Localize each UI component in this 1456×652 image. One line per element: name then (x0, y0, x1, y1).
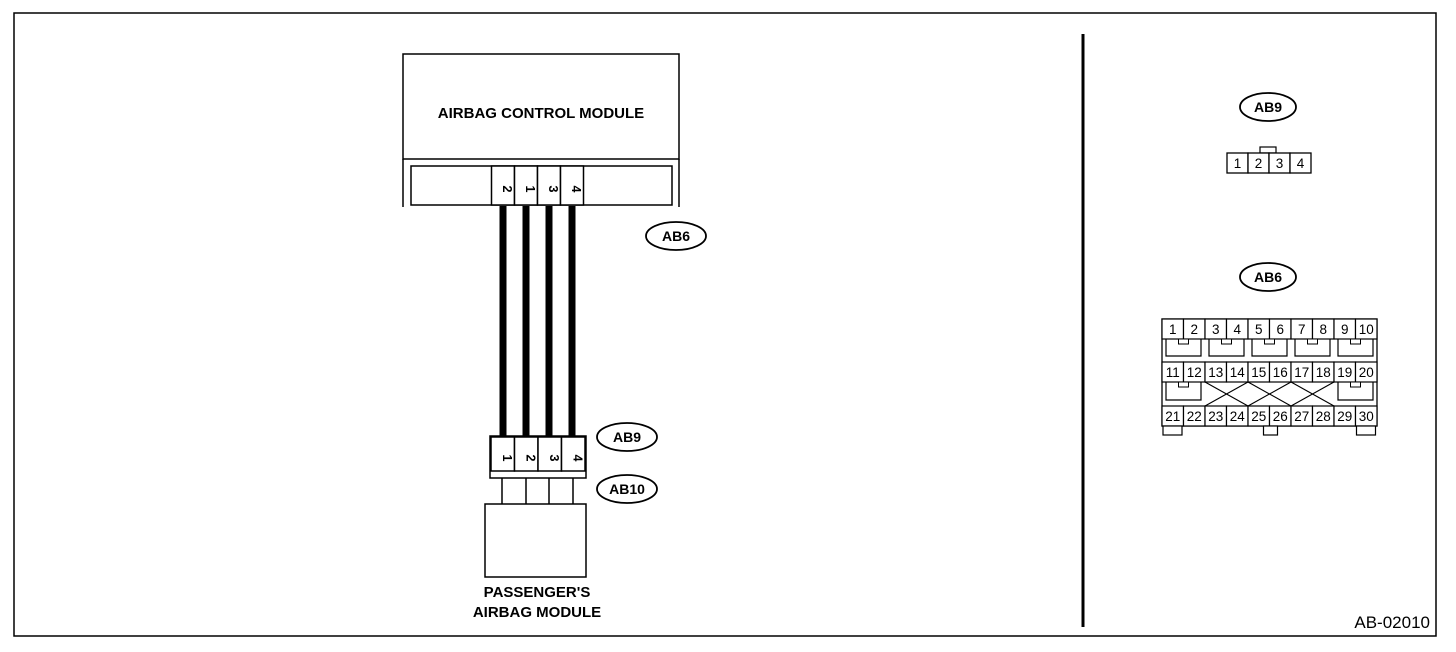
ecu-pin-number: 1 (523, 186, 537, 193)
harness-wire (568, 206, 576, 436)
control-module-body (402, 53, 680, 160)
ab9-face-pin-number: 3 (1276, 156, 1284, 171)
harness-wire (545, 206, 553, 436)
ab6-callout: AB6 (645, 221, 707, 251)
ab6-face-pin-number: 14 (1230, 365, 1246, 380)
ab9-latch (1259, 146, 1277, 154)
ab6-face-pin-number: 1 (1169, 322, 1177, 337)
ab6-callout-label: AB6 (662, 228, 690, 244)
ab6-face-pin-number: 28 (1316, 409, 1331, 424)
ab6-face-pin-number: 4 (1233, 322, 1241, 337)
ab9-face-pin-number: 2 (1255, 156, 1263, 171)
ab6-latch-notch (1337, 382, 1374, 401)
figure-id: AB-02010 (1354, 613, 1430, 632)
ab6-blank-cross (1290, 381, 1335, 407)
ab6-latch-notch (1208, 339, 1245, 357)
ab6-face-pin-number: 24 (1230, 409, 1246, 424)
harness-wires (499, 206, 576, 436)
ab9-callout: AB9 (596, 422, 658, 452)
harness-wire (499, 206, 507, 436)
ab6-face-pin-number: 7 (1298, 322, 1306, 337)
ab9-pin-number: 4 (570, 455, 584, 462)
ab6-face-pin-number: 23 (1208, 409, 1223, 424)
ab6-face-pin-number: 27 (1294, 409, 1309, 424)
ab6-bottom-tab (1355, 425, 1377, 436)
ab9-pin-number: 2 (523, 455, 537, 462)
ab6-latch-tab (1221, 338, 1232, 345)
ab6-face-pin-number: 8 (1319, 322, 1327, 337)
ab6-face-pin-cell (1354, 318, 1378, 340)
ab6-face-pin-number: 10 (1359, 322, 1374, 337)
ab6-latch-notch (1251, 339, 1288, 357)
ab10-callout-label: AB10 (609, 481, 645, 497)
ab9-pin-number: 1 (500, 455, 514, 462)
ab6-latch-notch (1294, 339, 1331, 357)
ab9-face-pin-number: 1 (1234, 156, 1242, 171)
ab6-face-pin-number: 26 (1273, 409, 1288, 424)
ab6-face-pin-number: 18 (1316, 365, 1331, 380)
ab6-face-pin-number: 30 (1359, 409, 1374, 424)
ab9-face-pin-number: 4 (1297, 156, 1305, 171)
ab10-callout: AB10 (596, 474, 658, 504)
ecu-pin-cells: 2 1 3 4 (490, 165, 585, 206)
passenger-module-label-line1: PASSENGER'S (484, 584, 591, 601)
ab6-face-pin-number: 5 (1255, 322, 1263, 337)
airbag-control-module: AIRBAG CONTROL MODULE 2 1 3 4 (402, 53, 680, 207)
ab9-pin-number: 3 (547, 455, 561, 462)
ab6-face-pin-number: 16 (1273, 365, 1288, 380)
passenger-module-label-line2: AIRBAG MODULE (473, 604, 601, 621)
ab6-face-pin-number: 29 (1337, 409, 1352, 424)
ab6-latch-tab (1307, 338, 1318, 345)
ab6-face-pin-number: 6 (1276, 322, 1284, 337)
ecu-pin-cell (559, 165, 585, 206)
ab9-pin-cells: 1 2 3 4 (490, 436, 586, 472)
ab9-face-label: AB9 (1254, 99, 1282, 115)
passenger-module-body (484, 503, 587, 578)
ab9-callout-label: AB9 (613, 429, 641, 445)
ab6-face-pin-number: 17 (1294, 365, 1309, 380)
ab6-latch-notch (1337, 339, 1374, 357)
ab6-latch-tab (1350, 338, 1361, 345)
ab6-bottom-tab (1262, 425, 1279, 436)
ecu-pin-number: 4 (569, 186, 583, 193)
ab6-face-pin-number: 12 (1187, 365, 1202, 380)
diagram-frame (13, 12, 1437, 637)
ab6-face-pin-number: 11 (1166, 365, 1180, 380)
ab6-face-pin-number: 2 (1190, 322, 1198, 337)
ab6-latch-tab (1350, 381, 1361, 388)
ab9-face-pin-cell (1289, 152, 1312, 174)
control-module-title: AIRBAG CONTROL MODULE (438, 105, 644, 122)
ab6-face-pin-cell (1354, 361, 1378, 383)
ab6-latch-notch (1165, 382, 1202, 401)
ab10-leads (501, 478, 574, 504)
passenger-airbag-module: PASSENGER'S AIRBAG MODULE (473, 503, 601, 621)
ab6-face-pin-number: 22 (1187, 409, 1202, 424)
ab6-latch-notch (1165, 339, 1202, 357)
ab9-inline-connector: 1 2 3 4 (489, 435, 587, 479)
ab6-face-pin-number: 25 (1251, 409, 1266, 424)
ab6-face-pin-number: 15 (1251, 365, 1266, 380)
ab6-face-pin-number: 13 (1208, 365, 1223, 380)
ab6-face-label: AB6 (1254, 269, 1282, 285)
ab6-face-pin-number: 9 (1341, 322, 1349, 337)
harness-wire (522, 206, 530, 436)
ab6-latch-tab (1264, 338, 1275, 345)
ab6-blank-cross (1247, 381, 1292, 407)
ecu-pin-number: 3 (546, 186, 560, 193)
ab6-latch-tab (1178, 338, 1189, 345)
ab6-face-pin-number: 19 (1337, 365, 1352, 380)
ab6-latch-tab (1178, 381, 1189, 388)
ab6-blank-cross (1204, 381, 1249, 407)
ab6-face-pin-number: 20 (1359, 365, 1374, 380)
ab9-pin-cell (560, 436, 586, 472)
ab6-face-pin-number: 3 (1212, 322, 1220, 337)
ab6-face-pin-number: 21 (1165, 409, 1180, 424)
ab6-bottom-tab (1162, 425, 1183, 436)
ecu-pin-number: 2 (500, 186, 514, 193)
